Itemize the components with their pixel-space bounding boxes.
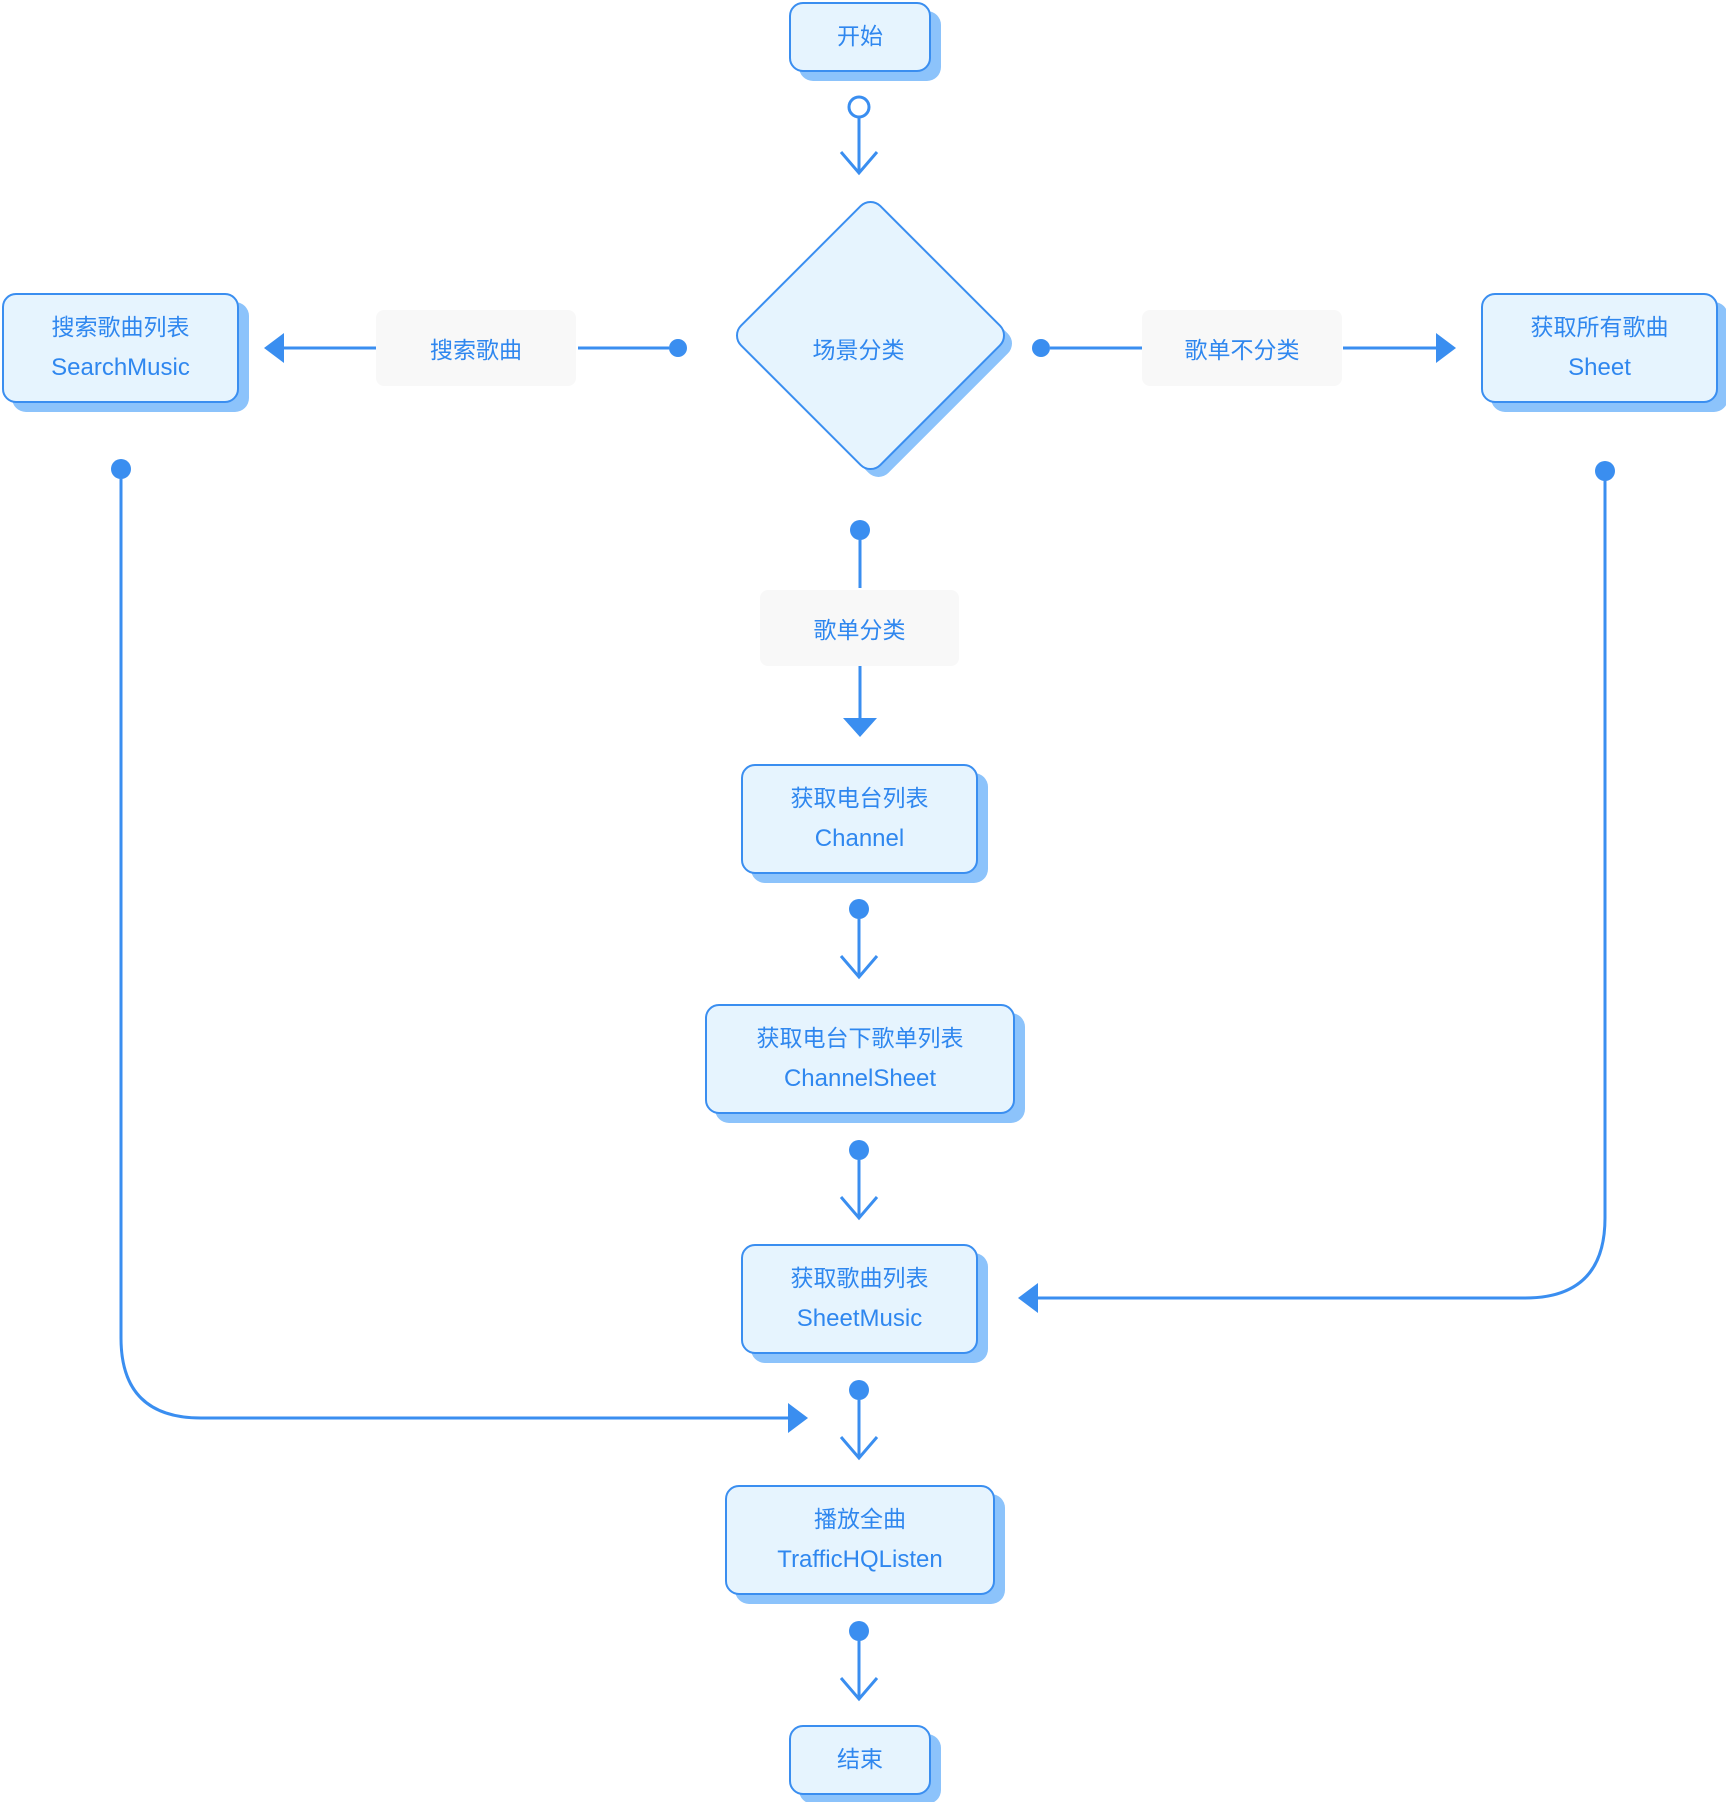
start-node-label: 开始 xyxy=(837,24,883,50)
arrowhead xyxy=(788,1403,808,1433)
edge-sheet-to-sheetmusic xyxy=(1018,461,1615,1313)
edge-dot xyxy=(1595,461,1615,481)
play-node: 播放全曲 TrafficHQListen xyxy=(725,1485,995,1595)
start-port-circle xyxy=(847,95,871,119)
sheet-node: 获取所有歌曲 Sheet xyxy=(1481,293,1718,403)
edge-dot xyxy=(850,520,870,540)
edge-dot xyxy=(849,1380,869,1400)
arrowhead xyxy=(264,333,284,363)
channel-node: 获取电台列表 Channel xyxy=(741,764,978,874)
edge-label-category: 歌单分类 xyxy=(760,590,959,666)
edge-channelsheet-to-sheetmusic xyxy=(839,1140,879,1221)
edge-decision-to-sheet xyxy=(1032,333,1456,363)
edge-start-to-decision xyxy=(839,95,879,176)
start-node: 开始 xyxy=(789,2,931,72)
edge-decision-to-search xyxy=(264,333,687,363)
edge-dot xyxy=(849,1621,869,1641)
arrowhead xyxy=(1018,1283,1038,1313)
edge-label-search-song: 搜索歌曲 xyxy=(376,310,576,386)
channel-sheet-api: ChannelSheet xyxy=(783,1065,937,1092)
channel-sheet-node: 获取电台下歌单列表 ChannelSheet xyxy=(705,1004,1015,1114)
sheet-music-api: SheetMusic xyxy=(796,1305,923,1332)
edge-decision-to-channel xyxy=(843,520,877,737)
edge-channel-to-channelsheet xyxy=(839,899,879,980)
edge-dot xyxy=(669,339,687,357)
search-music-node: 搜索歌曲列表 SearchMusic xyxy=(2,293,239,403)
edge-search-to-play xyxy=(111,459,808,1433)
edge-play-to-end xyxy=(839,1621,879,1702)
edge-dot xyxy=(111,459,131,479)
sheet-api: Sheet xyxy=(1568,354,1631,381)
end-node-label: 结束 xyxy=(837,1747,883,1773)
channel-api: Channel xyxy=(814,825,905,852)
channel-title: 获取电台列表 xyxy=(790,786,929,812)
arrowhead xyxy=(843,718,877,737)
edge-label-no-category: 歌单不分类 xyxy=(1142,310,1342,386)
edge-dot xyxy=(849,899,869,919)
edge-dot xyxy=(1032,339,1050,357)
search-music-title: 搜索歌曲列表 xyxy=(51,315,190,341)
end-node: 结束 xyxy=(789,1725,931,1795)
edge-sheetmusic-to-play xyxy=(839,1380,879,1461)
decision-label: 场景分类 xyxy=(812,338,905,364)
sheet-music-node: 获取歌曲列表 SheetMusic xyxy=(741,1244,978,1354)
sheet-music-title: 获取歌曲列表 xyxy=(790,1266,929,1292)
play-title: 播放全曲 xyxy=(814,1507,906,1533)
search-music-api: SearchMusic xyxy=(51,354,190,381)
edge-dot xyxy=(849,1140,869,1160)
channel-sheet-title: 获取电台下歌单列表 xyxy=(756,1026,964,1052)
play-api: TrafficHQListen xyxy=(777,1546,943,1573)
arrowhead xyxy=(1436,333,1456,363)
decision-diamond xyxy=(735,200,1013,478)
sheet-title: 获取所有歌曲 xyxy=(1530,315,1669,341)
